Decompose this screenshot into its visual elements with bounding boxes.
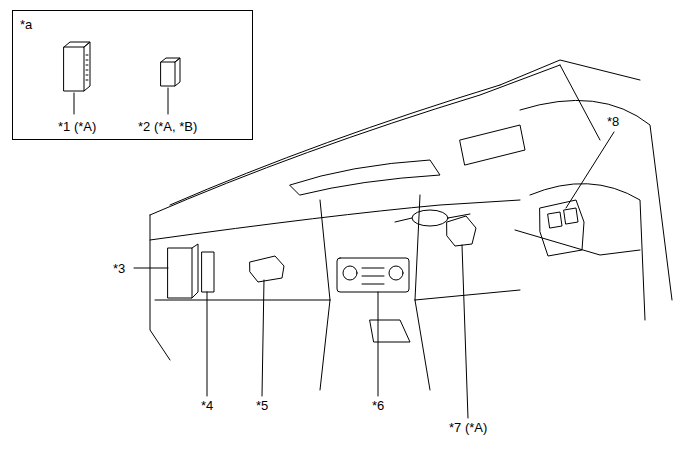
center-vent xyxy=(290,160,440,195)
dash-upper xyxy=(170,85,500,205)
callout-number: *8 xyxy=(606,114,620,129)
callout-number: *7 (*A) xyxy=(448,420,488,435)
ecu-part xyxy=(64,47,84,91)
callout-number: *3 xyxy=(112,261,126,276)
window-switch xyxy=(540,200,584,256)
switch-part xyxy=(447,216,476,246)
dash-left xyxy=(150,215,170,360)
leader-line xyxy=(378,292,379,396)
leader-line xyxy=(74,93,75,114)
knob xyxy=(389,266,403,280)
leader-line xyxy=(168,88,169,114)
control-panel xyxy=(337,258,409,292)
switch-buttons xyxy=(548,208,578,228)
leader-line xyxy=(566,132,614,208)
inset-box: *a *1 (*A) *2 (*A, *B) xyxy=(12,10,253,140)
bracket-part xyxy=(202,252,214,292)
console xyxy=(320,300,430,390)
dash-face xyxy=(150,200,520,240)
ecu-part xyxy=(168,248,192,298)
console-tray xyxy=(370,320,410,342)
callout-number: *1 (*A) xyxy=(57,119,97,134)
dash-top xyxy=(150,65,560,215)
meter-hood xyxy=(460,125,525,165)
panel-buttons xyxy=(362,268,384,284)
inset-label: *a xyxy=(19,17,33,32)
center-stack xyxy=(320,195,420,300)
leader-line xyxy=(207,292,208,396)
leader-line xyxy=(262,280,264,396)
connector-pins xyxy=(86,55,88,80)
door-frame xyxy=(520,100,672,300)
leader-line xyxy=(462,245,468,418)
steering-column xyxy=(412,210,448,226)
knob xyxy=(343,266,357,280)
relay-part xyxy=(161,62,175,86)
callout-number: *2 (*A, *B) xyxy=(137,119,198,134)
ecu-part-side xyxy=(192,244,198,298)
ecu-part-side xyxy=(64,42,90,91)
sensor-part xyxy=(250,256,284,282)
leader-line xyxy=(134,268,168,269)
callout-number: *6 xyxy=(371,398,385,413)
callout-number: *4 xyxy=(200,398,214,413)
callout-number: *5 xyxy=(255,398,269,413)
relay-part-side xyxy=(161,58,180,86)
